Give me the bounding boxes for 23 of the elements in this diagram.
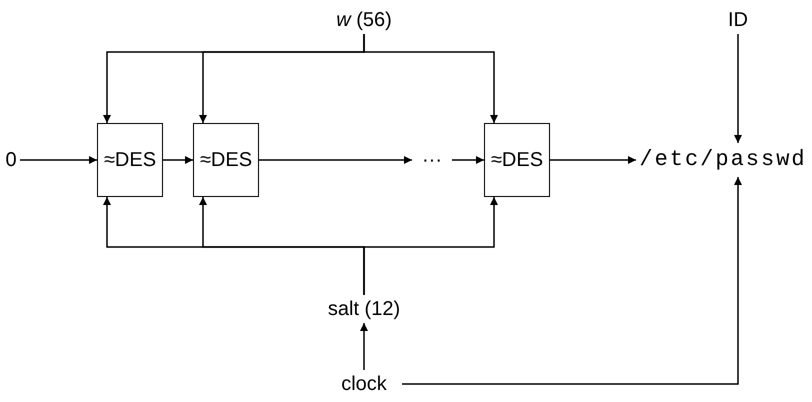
arrow (550, 156, 636, 164)
cipher-box (97, 123, 163, 197)
node-label: clock (341, 374, 387, 394)
arrow (734, 34, 742, 143)
cipher-box (484, 123, 550, 197)
cipher-label: ≈DES (490, 150, 544, 170)
node-label: ID (728, 10, 748, 30)
arrow (363, 197, 498, 295)
node-label: w (56) (336, 10, 392, 30)
node-label: 0 (5, 150, 17, 170)
node-label: ··· (422, 150, 442, 170)
arrow (20, 156, 97, 164)
arrow (452, 156, 484, 164)
cipher-box (193, 123, 259, 197)
cipher-label: ≈DES (200, 150, 252, 170)
arrow (402, 177, 742, 385)
cipher-label: ≈DES (104, 150, 156, 170)
arrow (360, 323, 368, 370)
node-label: salt (12) (328, 299, 400, 319)
node-label: /etc/passwd (639, 149, 807, 171)
arrow (363, 34, 498, 123)
arrow (163, 156, 193, 164)
arrow (259, 156, 412, 164)
